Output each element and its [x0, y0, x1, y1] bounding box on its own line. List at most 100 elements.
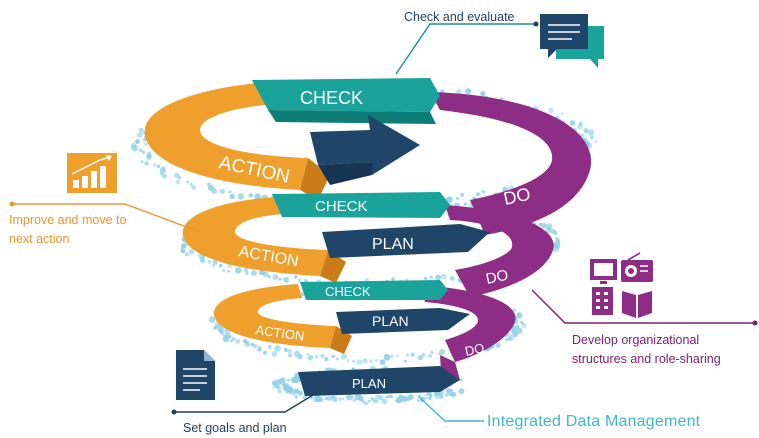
data-dot: [283, 277, 290, 283]
data-dot: [156, 164, 161, 169]
data-dot: [390, 354, 394, 358]
data-dot: [428, 393, 433, 398]
monitor-icon: [590, 259, 617, 284]
action-band-top: [144, 82, 308, 190]
data-dot: [465, 88, 472, 95]
data-dot: [424, 396, 428, 400]
plan-band-middle: [322, 224, 490, 258]
data-dot: [212, 259, 218, 265]
data-dot: [356, 359, 363, 366]
improve-label-line2: next action: [9, 232, 70, 246]
check-label-bottom: CHECK: [325, 284, 371, 299]
data-dot: [346, 359, 350, 362]
data-dot: [287, 353, 293, 358]
data-dot: [174, 172, 180, 179]
data-dot: [267, 344, 272, 349]
data-dot: [507, 336, 512, 341]
data-dot: [278, 277, 282, 281]
data-dot: [231, 336, 236, 341]
data-dot: [271, 350, 278, 357]
data-dot: [162, 173, 167, 179]
data-dot: [421, 352, 426, 357]
leader-idm: [417, 395, 484, 422]
data-dot: [406, 353, 409, 357]
book-icon: [622, 291, 652, 318]
set-goals-label: Set goals and plan: [183, 421, 287, 435]
do-band-bottom: [420, 285, 516, 362]
data-dot: [222, 335, 230, 343]
data-dot: [382, 398, 388, 404]
plan-band-base: [298, 366, 460, 396]
data-dot: [208, 316, 216, 324]
data-dot: [341, 397, 345, 401]
data-dot: [391, 277, 395, 281]
action-band-middle: [182, 197, 328, 276]
data-dot: [140, 160, 144, 164]
data-dot: [437, 352, 441, 356]
action-band-top-shade: [300, 158, 330, 200]
data-dot: [324, 397, 328, 400]
plan-band-bottom: [336, 308, 470, 334]
data-dot: [223, 328, 228, 332]
check-band-top: [252, 78, 440, 112]
data-dot: [153, 163, 156, 166]
data-dot: [512, 308, 517, 312]
data-dot: [326, 396, 332, 401]
data-dot: [364, 401, 368, 406]
action-band-bottom: [213, 284, 336, 348]
data-dot: [429, 275, 433, 279]
data-dot: [594, 140, 597, 143]
data-dot: [229, 193, 235, 199]
develop-label-line1: Develop organizational: [572, 333, 700, 347]
action-label-bottom: ACTION: [255, 322, 306, 344]
data-dot: [515, 327, 523, 335]
check-evaluate-label: Check and evaluate: [404, 10, 515, 24]
data-dot: [235, 267, 242, 274]
data-dot: [589, 135, 594, 140]
data-dot: [417, 355, 423, 361]
data-dot: [228, 334, 232, 338]
check-label-top: CHECK: [300, 88, 363, 108]
data-dot: [272, 386, 275, 389]
data-dot: [386, 394, 391, 399]
data-dot: [362, 358, 368, 364]
data-dot: [354, 393, 362, 401]
do-band-top: [430, 92, 592, 235]
data-dot: [207, 259, 212, 264]
data-dot: [444, 393, 449, 397]
data-dot: [228, 190, 232, 194]
data-dot: [242, 338, 248, 344]
data-dot: [423, 276, 428, 281]
data-dot: [435, 274, 442, 281]
data-dot: [553, 230, 558, 236]
data-dot: [449, 276, 455, 281]
data-dot: [307, 354, 314, 361]
data-dot: [548, 107, 554, 113]
data-dot: [293, 275, 298, 279]
leader-develop-dot: [752, 320, 758, 326]
data-dot: [340, 353, 347, 360]
data-dot: [480, 91, 486, 97]
data-dot: [450, 392, 456, 398]
document-icon: [176, 350, 215, 400]
data-dot: [367, 399, 371, 403]
data-dot: [251, 270, 257, 276]
data-dot: [385, 396, 388, 399]
develop-label: Develop organizational structures and ro…: [572, 331, 721, 369]
data-dot: [458, 388, 465, 395]
data-dot: [459, 378, 463, 382]
do-label-middle: DO: [484, 267, 510, 288]
data-dot: [185, 180, 190, 184]
phone-icon: [592, 287, 613, 315]
data-dot: [495, 342, 501, 348]
data-dot: [138, 127, 144, 133]
data-dot: [370, 397, 375, 401]
data-dot: [141, 150, 146, 154]
action-band-middle-shade: [320, 250, 346, 283]
data-dot: [554, 237, 560, 242]
data-dot: [383, 353, 391, 361]
data-dot: [425, 393, 428, 397]
data-dot: [188, 248, 195, 255]
leader-check-dot: [533, 21, 539, 27]
check-band-bottom: [300, 280, 448, 300]
